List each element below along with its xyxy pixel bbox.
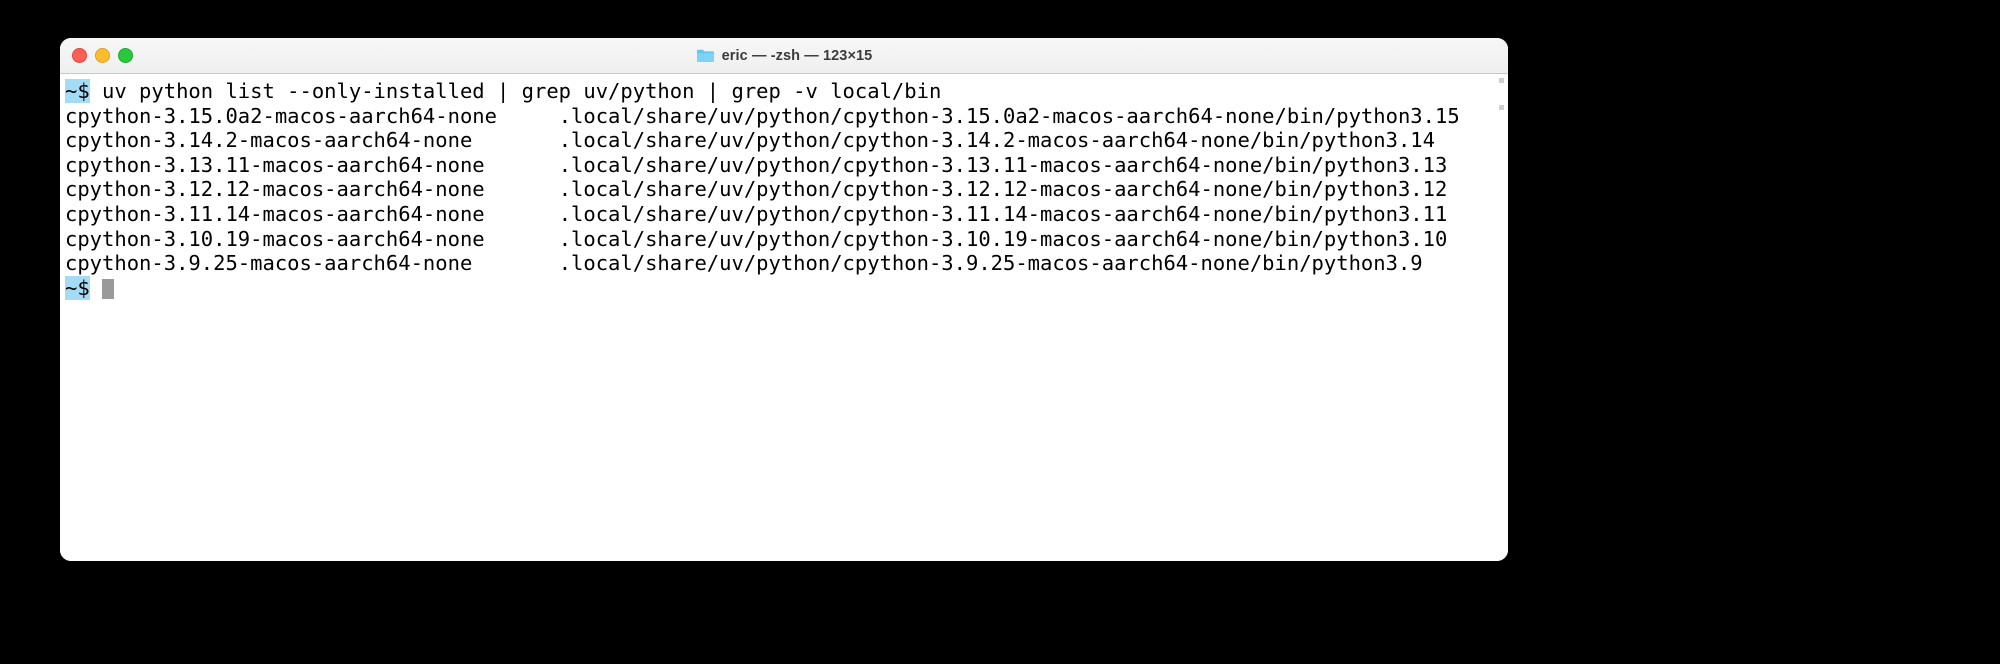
terminal-output-row: cpython-3.10.19-macos-aarch64-none .loca… — [65, 227, 1508, 252]
python-install-path: .local/share/uv/python/cpython-3.11.14-m… — [558, 201, 1448, 226]
minimize-button[interactable] — [95, 48, 110, 63]
window-title-group: eric — -zsh — 123×15 — [696, 48, 873, 64]
python-install-path: .local/share/uv/python/cpython-3.13.11-m… — [558, 152, 1448, 177]
terminal-body[interactable]: ~$ uv python list --only-installed | gre… — [60, 74, 1508, 561]
text-cursor — [102, 278, 115, 299]
prompt-space — [90, 276, 102, 300]
python-version-name: cpython-3.9.25-macos-aarch64-none — [65, 251, 559, 276]
terminal-output-row: cpython-3.13.11-macos-aarch64-none .loca… — [65, 153, 1508, 178]
close-button[interactable] — [72, 48, 87, 63]
python-install-path: .local/share/uv/python/cpython-3.15.0a2-… — [558, 103, 1460, 128]
python-install-path: .local/share/uv/python/cpython-3.12.12-m… — [558, 177, 1448, 202]
shell-prompt: ~$ — [65, 79, 90, 103]
terminal-output: ~$ uv python list --only-installed | gre… — [60, 79, 1508, 300]
command-text: uv python list --only-installed | grep u… — [89, 79, 942, 103]
python-install-path: .local/share/uv/python/cpython-3.14.2-ma… — [558, 128, 1435, 153]
terminal-prompt-line: ~$ — [65, 275, 1508, 301]
shell-prompt: ~$ — [65, 275, 90, 300]
python-version-name: cpython-3.10.19-macos-aarch64-none — [65, 226, 559, 251]
window-title-text: eric — -zsh — 123×15 — [721, 47, 873, 64]
python-install-path: .local/share/uv/python/cpython-3.10.19-m… — [558, 226, 1448, 251]
terminal-output-row: cpython-3.14.2-macos-aarch64-none .local… — [65, 128, 1508, 153]
zoom-button[interactable] — [118, 48, 133, 63]
python-version-name: cpython-3.12.12-macos-aarch64-none — [65, 177, 559, 202]
terminal-window: eric — -zsh — 123×15 ~$ uv python list -… — [60, 38, 1508, 561]
terminal-output-row: cpython-3.9.25-macos-aarch64-none .local… — [65, 251, 1508, 276]
python-install-path: .local/share/uv/python/cpython-3.9.25-ma… — [558, 251, 1423, 276]
python-version-name: cpython-3.15.0a2-macos-aarch64-none — [65, 103, 559, 128]
scroll-mark — [1499, 78, 1504, 83]
terminal-titlebar[interactable]: eric — -zsh — 123×15 — [60, 38, 1508, 74]
terminal-output-row: cpython-3.11.14-macos-aarch64-none .loca… — [65, 202, 1508, 227]
python-version-name: cpython-3.11.14-macos-aarch64-none — [65, 201, 559, 226]
python-version-name: cpython-3.14.2-macos-aarch64-none — [65, 128, 559, 153]
window-controls — [72, 38, 133, 73]
scrollbar-marks[interactable] — [1499, 78, 1505, 138]
folder-icon — [696, 48, 715, 63]
scroll-mark — [1499, 105, 1504, 110]
terminal-output-row: cpython-3.12.12-macos-aarch64-none .loca… — [65, 177, 1508, 202]
terminal-command-line: ~$ uv python list --only-installed | gre… — [65, 79, 1508, 104]
python-version-name: cpython-3.13.11-macos-aarch64-none — [65, 152, 559, 177]
terminal-output-row: cpython-3.15.0a2-macos-aarch64-none .loc… — [65, 104, 1508, 129]
